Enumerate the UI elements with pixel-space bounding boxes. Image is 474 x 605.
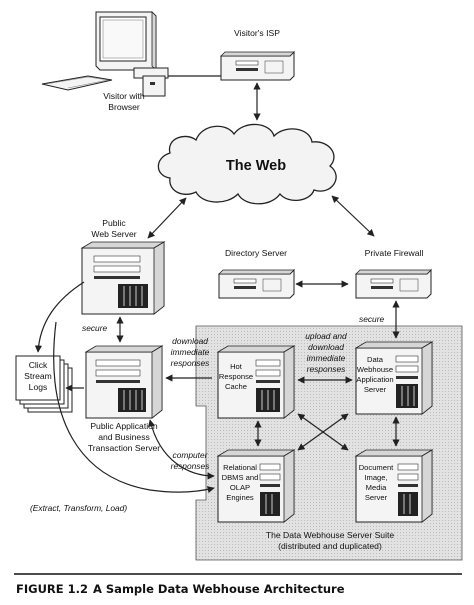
computer-responses-line1: computer <box>173 450 209 460</box>
dwapp-relational-link <box>297 413 349 451</box>
doc-server-label-line4: Server <box>365 493 388 502</box>
download-label-line2: immediate <box>171 347 210 357</box>
public-web-server-icon <box>80 241 166 315</box>
secure-left-label: secure <box>82 323 107 333</box>
private-firewall-label: Private Firewall <box>365 248 424 258</box>
upload-label-line2: download <box>308 342 344 352</box>
doc-server-label-line1: Document <box>359 463 394 472</box>
relational-label-line3: OLAP <box>230 483 250 492</box>
dw-app-label-line2: Webhouse <box>357 365 393 374</box>
doc-server-label-line3: Media <box>366 483 387 492</box>
relational-server-icon <box>216 449 296 523</box>
public-app-label-line3: Transaction Server <box>88 443 160 453</box>
upload-label-line1: upload and <box>305 331 347 341</box>
suite-label-line1: The Data Webhouse Server Suite <box>266 530 395 540</box>
web-firewall-link <box>331 195 375 237</box>
web-public-server-link <box>147 197 187 239</box>
click-stream-label-line1: Click <box>29 360 48 370</box>
isp-label: Visitor's ISP <box>234 28 280 38</box>
public-web-server-label-line2: Web Server <box>91 229 136 239</box>
upload-label-line3: immediate <box>307 353 346 363</box>
suite-label-line2: (distributed and duplicated) <box>278 541 382 551</box>
click-stream-label-line2: Stream <box>24 371 52 381</box>
relational-label-line4: Engines <box>226 493 254 502</box>
directory-server-label: Directory Server <box>225 248 287 258</box>
public-app-label-line1: Public Application <box>90 421 158 431</box>
isp-server-icon <box>220 50 295 81</box>
relational-label-line1: Relational <box>223 463 257 472</box>
visitor-label-line1: Visitor with <box>103 91 145 101</box>
public-app-server-icon <box>84 345 164 419</box>
dw-app-label-line4: Server <box>364 385 387 394</box>
relational-label-line2: DBMS and <box>222 473 259 482</box>
hot-cache-server-icon <box>216 345 296 419</box>
private-firewall-icon <box>355 268 432 299</box>
public-app-label-line2: and Business <box>98 432 150 442</box>
click-stream-logs-icon <box>15 355 73 413</box>
visitor-computer-icon <box>41 11 169 97</box>
hot-cache-label-line3: Cache <box>225 382 247 391</box>
figure-title: A Sample Data Webhouse Architecture <box>93 582 345 596</box>
app-relational-link <box>148 419 215 480</box>
web-cloud-icon <box>157 123 337 205</box>
doc-server-label-line2: Image, <box>364 473 387 482</box>
dw-app-label-line3: Application <box>356 375 393 384</box>
webserver-logs-link <box>34 281 85 353</box>
doc-server-icon <box>354 449 434 523</box>
click-stream-label-line3: Logs <box>29 382 48 392</box>
download-label-line1: download <box>172 336 208 346</box>
dw-app-label-line1: Data <box>367 355 384 364</box>
etl-link <box>53 321 215 494</box>
hot-cache-label-line1: Hot <box>230 362 243 371</box>
download-label-line3: responses <box>171 358 210 368</box>
directory-server-icon <box>218 268 295 299</box>
web-label: The Web <box>226 158 286 174</box>
computer-responses-line2: responses <box>171 461 210 471</box>
dw-app-server-icon <box>354 341 434 415</box>
upload-label-line4: responses <box>307 364 346 374</box>
hot-cache-label-line2: Response <box>219 372 253 381</box>
etl-label: (Extract, Transform, Load) <box>30 503 127 513</box>
figure-number: FIGURE 1.2 <box>16 582 88 596</box>
public-web-server-label-line1: Public <box>102 218 126 228</box>
secure-right-label: secure <box>359 314 384 324</box>
visitor-label-line2: Browser <box>108 102 140 112</box>
